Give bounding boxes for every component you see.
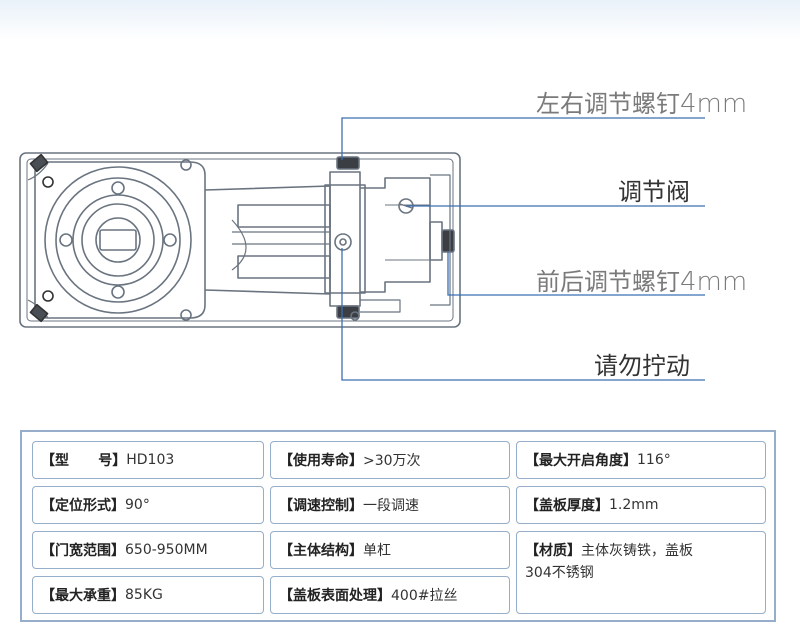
cylinder-bottom [237, 255, 331, 279]
pivot-ring-outer [44, 166, 192, 314]
mount-hole [163, 233, 177, 247]
center-screw [334, 233, 352, 251]
leader-do-not-touch [341, 248, 705, 381]
top-adjust-screw [336, 156, 360, 170]
mount-hole [59, 233, 73, 247]
callout-valve: 调节阀 [618, 178, 690, 206]
callout-front-back-screw: 前后调节螺钉4mm [536, 267, 748, 297]
front-back-screw-head [441, 229, 455, 253]
floor-spring-diagram [19, 117, 705, 381]
valve-housing-detail [385, 204, 430, 261]
mount-hole [111, 285, 125, 299]
valve-housing [360, 177, 431, 293]
central-block-inner [324, 184, 366, 294]
housing-hole [180, 159, 192, 171]
housing-hole [180, 309, 192, 321]
right-plate [430, 174, 451, 306]
spec-speed: 【调速控制】一段调速 [270, 486, 510, 524]
spec-max-angle: 【最大开启角度】116° [516, 441, 766, 479]
pivot-ring-4 [81, 203, 155, 277]
body-inner-outline [26, 158, 454, 322]
callout-do-not-touch: 请勿拧动 [594, 352, 690, 380]
corner-screw-top [29, 153, 54, 188]
spec-material: 【材质】主体灰铸铁，盖板 304不锈钢 [516, 531, 766, 614]
spec-structure: 【主体结构】单杠 [270, 531, 510, 569]
spec-life: 【使用寿命】>30万次 [270, 441, 510, 479]
body-outline [19, 152, 461, 328]
leader-front-back-screw [447, 252, 705, 296]
bottom-hole [350, 311, 360, 321]
corner-screw-bottom [29, 290, 54, 323]
mount-hole [111, 181, 125, 195]
pivot-ring-3 [72, 194, 164, 286]
spec-model: 【型 号】HD103 [32, 441, 264, 479]
spec-surface: 【盖板表面处理】400#拉丝 [270, 576, 510, 614]
spec-cover-thickness: 【盖板厚度】1.2mm [516, 486, 766, 524]
callout-left-right-screw: 左右调节螺钉4mm [536, 89, 748, 119]
spec-max-load: 【最大承重】85KG [32, 576, 264, 614]
leader-left-right-screw [341, 117, 705, 160]
pivot-ring-2 [55, 177, 181, 303]
pivot-ring-5 [95, 217, 141, 263]
bottom-flange [360, 299, 401, 313]
cylinder-top [237, 204, 331, 228]
spec-door-width: 【门宽范围】650-950MM [32, 531, 264, 569]
front-back-screw-body [429, 221, 443, 261]
spec-table: 【型 号】HD103 【定位形式】90° 【门宽范围】650-950MM 【最大… [20, 430, 776, 622]
pivot-spindle [99, 229, 137, 251]
spec-position: 【定位形式】90° [32, 486, 264, 524]
link-diagonal [231, 219, 247, 271]
link-left [232, 231, 330, 245]
